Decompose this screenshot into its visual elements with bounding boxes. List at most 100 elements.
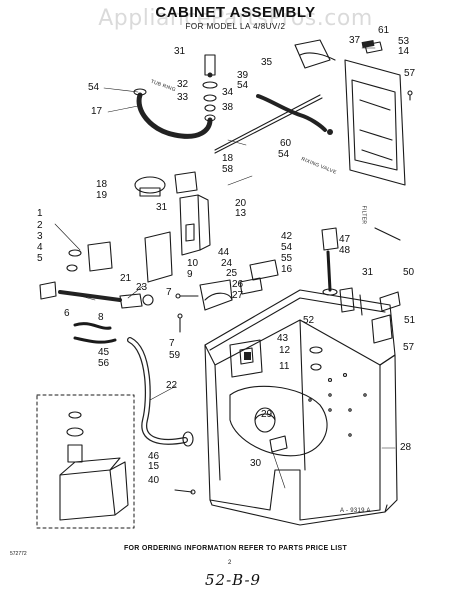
figure-code: A - 9319 A <box>340 508 371 514</box>
part-callout: 33 <box>177 92 189 103</box>
part-callout: 56 <box>98 358 110 369</box>
part-callout: 39 <box>237 70 249 81</box>
part-callout: 26 <box>232 279 244 290</box>
part-callout: 51 <box>404 315 416 326</box>
part-callout: 54 <box>281 242 293 253</box>
part-callout: 25 <box>226 268 238 279</box>
part-callout: 15 <box>148 461 160 472</box>
document-code: 572772 <box>10 551 27 557</box>
part-callout: 1 <box>37 208 43 219</box>
screws <box>174 90 413 495</box>
small-hoses <box>73 322 117 344</box>
part-callout: 40 <box>148 475 160 486</box>
part-callout: 45 <box>98 347 110 358</box>
part-callout: 59 <box>169 350 181 361</box>
part-callout: 44 <box>218 247 230 258</box>
part-callout: 5 <box>37 253 43 264</box>
part-callout: 2 <box>37 220 43 231</box>
part-callout: 57 <box>404 68 416 79</box>
part-callout: 9 <box>187 269 193 280</box>
part-callout: 43 <box>277 333 289 344</box>
part-callout: 38 <box>222 102 234 113</box>
part-callout: 18 <box>222 153 234 164</box>
part-callout: 29 <box>261 409 273 420</box>
part-callout: 47 <box>339 234 351 245</box>
pump-inset <box>36 394 135 529</box>
part-callout: 24 <box>221 258 233 269</box>
part-callout: 52 <box>303 315 315 326</box>
part-callout: 7 <box>166 287 172 298</box>
part-callout: 16 <box>281 264 293 275</box>
part-callout: 54 <box>237 80 249 91</box>
part-callout: 17 <box>91 106 103 117</box>
part-callout: 14 <box>398 46 410 57</box>
handwritten-note: 52-B-9 <box>205 571 262 589</box>
part-callout: 27 <box>232 290 244 301</box>
part-callout: 22 <box>166 380 178 391</box>
switch-bracket <box>179 194 211 256</box>
page-number: 2 <box>228 560 232 566</box>
tube <box>256 94 327 132</box>
part-callout: 57 <box>403 342 415 353</box>
part-callout: 23 <box>136 282 148 293</box>
pump <box>59 411 129 521</box>
part-callout: 54 <box>88 82 100 93</box>
part-callout: 21 <box>120 273 132 284</box>
part-callout: 34 <box>222 87 234 98</box>
ordering-note: FOR ORDERING INFORMATION REFER TO PARTS … <box>123 545 348 552</box>
fill-hose-outline <box>133 88 216 122</box>
part-callout: 53 <box>398 36 410 47</box>
valve-bracket <box>294 39 383 69</box>
part-callout: 60 <box>280 138 292 149</box>
back-panel <box>344 59 406 186</box>
lid-parts <box>239 259 279 295</box>
part-callout: 35 <box>261 57 273 68</box>
motor <box>229 339 263 378</box>
part-callout: 55 <box>281 253 293 264</box>
cabinet-body <box>204 289 398 526</box>
part-callout: 32 <box>177 79 189 90</box>
part-callout: 54 <box>278 149 290 160</box>
drain-hose <box>127 337 194 447</box>
part-callout: 61 <box>378 25 390 36</box>
part-callout: 10 <box>187 258 199 269</box>
label-filter: FILTER <box>360 205 367 225</box>
pressure-switch <box>134 171 198 197</box>
part-callout: 58 <box>222 164 234 175</box>
panel-bracket <box>144 231 233 311</box>
levelers <box>310 347 323 371</box>
part-callout: 48 <box>339 245 351 256</box>
part-callout: 31 <box>156 202 168 213</box>
part-callout: 12 <box>279 345 291 356</box>
part-callout: 6 <box>64 308 70 319</box>
part-callout: 42 <box>281 231 293 242</box>
part-callout: 30 <box>250 458 262 469</box>
left-fittings <box>39 241 154 309</box>
part-callout: 7 <box>169 338 175 349</box>
part-callout: 31 <box>174 46 186 57</box>
part-callout: 8 <box>98 312 104 323</box>
rod <box>214 94 321 151</box>
part-callout: 37 <box>349 35 361 46</box>
part-callout: 4 <box>37 242 43 253</box>
part-callout: 18 <box>96 179 108 190</box>
part-callout: 50 <box>403 267 415 278</box>
diagram-title: CABINET ASSEMBLY <box>155 4 316 21</box>
part-callout: 19 <box>96 190 108 201</box>
part-callout: 20 <box>235 198 247 209</box>
motor-mount <box>254 407 288 453</box>
diagram-subtitle: FOR MODEL LA 4/8UV/2 <box>185 22 286 31</box>
part-callout: 46 <box>148 451 160 462</box>
part-callout: 31 <box>362 267 374 278</box>
part-callout: 28 <box>400 442 412 453</box>
fill-hose <box>136 92 213 139</box>
part-callout: 3 <box>37 231 43 242</box>
part-callout: 11 <box>279 361 290 372</box>
filter-assembly <box>321 227 401 313</box>
part-callout: 13 <box>235 208 247 219</box>
right-brackets <box>359 291 401 344</box>
leader-lines <box>54 47 396 489</box>
valve-stack <box>202 54 218 112</box>
